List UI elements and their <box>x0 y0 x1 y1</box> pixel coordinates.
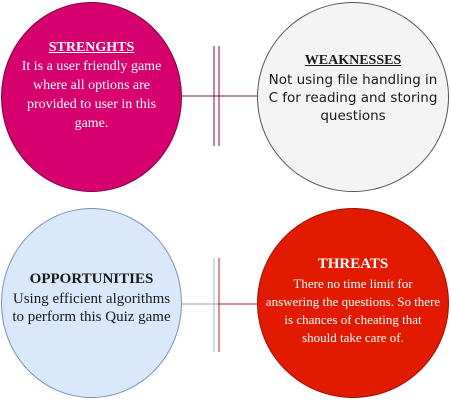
opportunities-title: OPPORTUNITIES <box>29 270 154 287</box>
opportunities-circle: OPPORTUNITIES Using efficient algorithms… <box>1 208 182 398</box>
threats-text: There no time limit for answering the qu… <box>265 275 441 345</box>
strengths-circle: STRENGHTS It is a user friendly game whe… <box>1 2 182 192</box>
connector-opportunities-threats <box>182 258 257 352</box>
strengths-text: It is a user friendly game where all opt… <box>21 58 162 131</box>
opportunities-text: Using efficient algorithms to perform th… <box>12 290 171 325</box>
threats-title: THREATS <box>317 255 389 272</box>
connector-strengths-weaknesses <box>182 46 257 146</box>
threats-circle: THREATS There no time limit for answerin… <box>257 208 449 398</box>
weaknesses-circle: WEAKNESSES Not using file handling in C … <box>257 2 449 192</box>
weaknesses-text: Not using file handling in C for reading… <box>268 72 438 124</box>
strengths-title: STRENGHTS <box>48 39 135 55</box>
weaknesses-title: WEAKNESSES <box>304 53 402 68</box>
